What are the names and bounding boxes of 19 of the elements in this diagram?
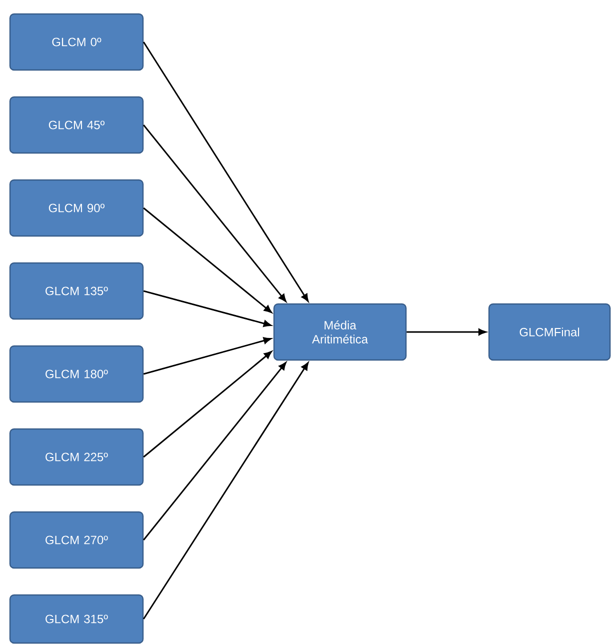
process-box: Média Aritimética — [273, 303, 407, 361]
arrow — [143, 337, 272, 375]
process-box: GLCM 270º — [9, 511, 144, 569]
arrow — [143, 351, 272, 458]
arrow — [143, 290, 272, 327]
arrow — [143, 124, 286, 302]
process-box: GLCM 0º — [9, 13, 144, 71]
arrow — [143, 362, 286, 540]
process-box: GLCM 225º — [9, 428, 144, 486]
process-box: GLCMFinal — [488, 303, 611, 361]
process-box: GLCM 45º — [9, 96, 144, 154]
process-box: GLCM 315º — [9, 594, 144, 644]
process-box: GLCM 180º — [9, 345, 144, 403]
process-box: GLCM 135º — [9, 262, 144, 320]
arrow — [142, 42, 309, 302]
process-box: GLCM 90º — [9, 179, 144, 237]
arrow — [142, 362, 309, 620]
arrow — [143, 207, 272, 313]
arrow — [406, 328, 486, 336]
